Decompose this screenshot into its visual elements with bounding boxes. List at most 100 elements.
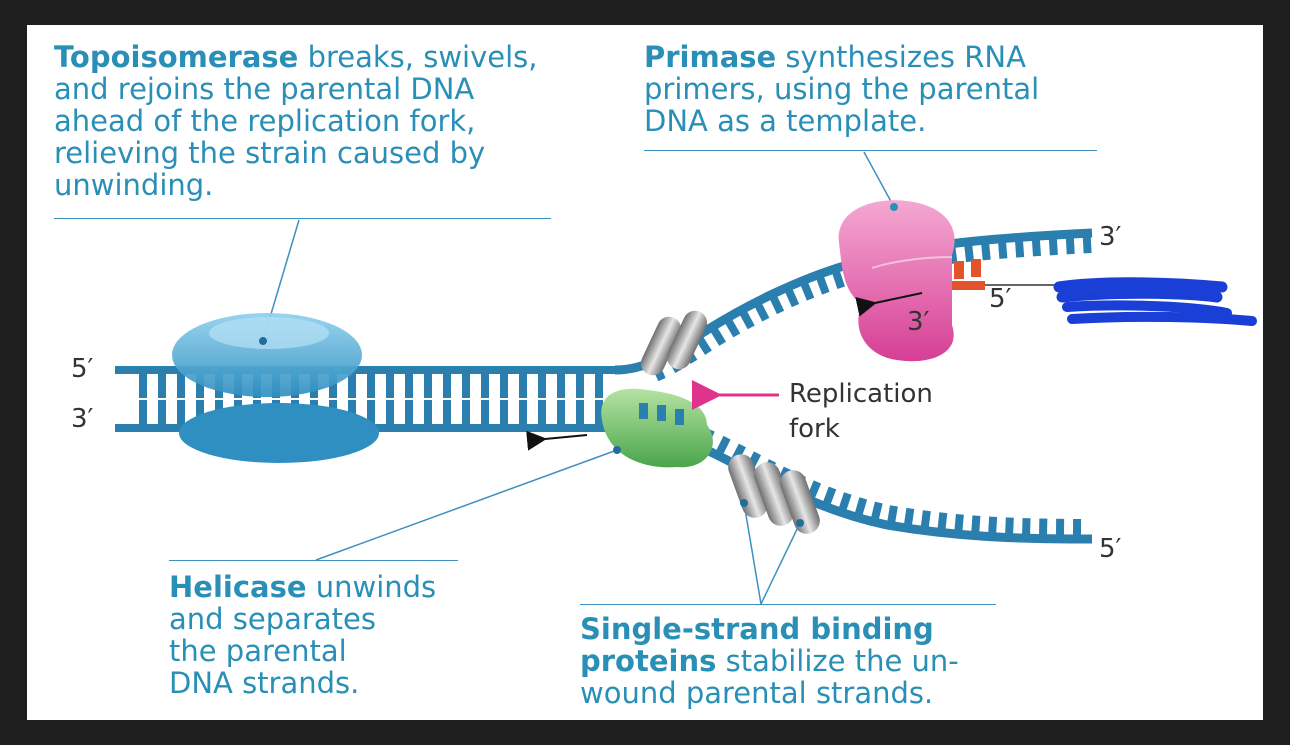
ssb-line-1: stabilize the un- — [716, 644, 959, 678]
ssb-protein-icon-lower — [728, 454, 820, 534]
topoisomerase-line-5: unwinding. — [54, 168, 214, 202]
base — [903, 507, 915, 527]
base — [1022, 518, 1031, 537]
helicase-caption: Helicase unwinds and separates the paren… — [169, 571, 436, 699]
base — [1072, 518, 1082, 537]
ssb-term-2: proteins — [580, 644, 717, 678]
base-pair — [177, 400, 185, 424]
base-pair — [576, 374, 584, 398]
base-pair — [557, 374, 565, 398]
topoisomerase-caption: Topoisomerase breaks, swivels, and rejoi… — [54, 41, 538, 201]
topoisomerase-term: Topoisomerase — [54, 40, 299, 74]
base — [971, 515, 981, 534]
base-pair — [595, 374, 603, 398]
base — [954, 514, 964, 533]
base — [838, 492, 852, 512]
base-pair — [519, 374, 527, 398]
topoisomerase-line-4: relieving the strain caused by — [54, 136, 486, 170]
base — [887, 505, 898, 525]
replication-fork-diagram: 5′ 3′ 3′ 5′ 3′ 5′ Replication fork — [71, 151, 1257, 605]
base-pair — [424, 400, 432, 424]
primase-line-2: primers, using the parental — [644, 72, 1040, 106]
label-fork: fork — [789, 414, 840, 444]
base-pair — [500, 400, 508, 424]
topoisomerase-rule — [54, 218, 551, 219]
helicase-line-1: unwinds — [306, 570, 437, 604]
base — [822, 486, 837, 507]
helicase-rule — [169, 560, 458, 561]
base-pair — [405, 374, 413, 398]
base — [981, 241, 991, 261]
base-pair — [139, 374, 147, 398]
base-pair — [481, 374, 489, 398]
base-pair — [158, 374, 166, 398]
base — [1082, 235, 1092, 254]
base — [870, 501, 883, 522]
base — [1048, 236, 1058, 256]
base — [1014, 239, 1025, 258]
base — [920, 510, 931, 530]
base — [784, 287, 800, 308]
base — [815, 274, 830, 295]
ssb-term: Single-strand binding — [580, 612, 934, 646]
base-pair — [443, 374, 451, 398]
label-replication: Replication — [789, 379, 933, 409]
base — [988, 516, 998, 535]
topoisomerase-line-1: breaks, swivels, — [298, 40, 538, 74]
base — [964, 243, 974, 263]
base-pair — [443, 400, 451, 424]
helicase-line-2: and separates — [169, 602, 376, 636]
label-5prime-lower: 5′ — [1099, 534, 1122, 564]
base-pair — [348, 400, 356, 424]
base — [715, 435, 731, 456]
base-pair — [424, 374, 432, 398]
base-pair — [386, 400, 394, 424]
primase-direction-arrow — [855, 292, 923, 317]
base-pair — [576, 400, 584, 424]
topoisomerase-line-3: ahead of the replication fork, — [54, 104, 476, 138]
base — [937, 512, 948, 532]
primase-enzyme-icon — [838, 200, 955, 362]
base-pair — [405, 400, 413, 424]
base-pair — [139, 400, 147, 424]
scribble-overlay — [1053, 277, 1257, 326]
helicase-enzyme-icon — [601, 388, 713, 468]
base — [1038, 518, 1048, 537]
base — [754, 301, 770, 322]
base-pair — [177, 374, 185, 398]
base-pair — [386, 374, 394, 398]
base-pair — [519, 400, 527, 424]
label-3prime-upper: 3′ — [1099, 222, 1122, 252]
base — [1065, 235, 1075, 255]
base-pair — [538, 374, 546, 398]
label-3prime-primer: 3′ — [907, 307, 930, 337]
base-pair — [462, 374, 470, 398]
base — [709, 326, 727, 346]
topoisomerase-line-2: and rejoins the parental DNA — [54, 72, 475, 106]
ssb-rule — [580, 604, 996, 605]
base-pair — [538, 400, 546, 424]
base — [1055, 518, 1065, 537]
label-3prime-left: 3′ — [71, 404, 94, 434]
primase-line-3: DNA as a template. — [644, 104, 927, 138]
primase-line-1: synthesizes RNA — [776, 40, 1026, 74]
base-pair — [329, 374, 337, 398]
helicase-direction-arrow — [526, 430, 588, 451]
base-pair — [367, 400, 375, 424]
base — [997, 240, 1008, 259]
ssb-protein-icon — [640, 310, 708, 376]
base — [769, 294, 785, 315]
base-pair — [348, 374, 356, 398]
primase-term: Primase — [644, 40, 777, 74]
base-pair — [500, 374, 508, 398]
primase-rule — [644, 150, 1097, 151]
helicase-term: Helicase — [169, 570, 307, 604]
base — [831, 269, 845, 290]
base-pair — [196, 374, 204, 398]
helicase-line-3: the parental — [169, 634, 347, 668]
base-pair — [481, 400, 489, 424]
base-pair — [557, 400, 565, 424]
base-pair — [196, 400, 204, 424]
label-5prime-primer: 5′ — [989, 284, 1012, 314]
base — [800, 280, 815, 301]
